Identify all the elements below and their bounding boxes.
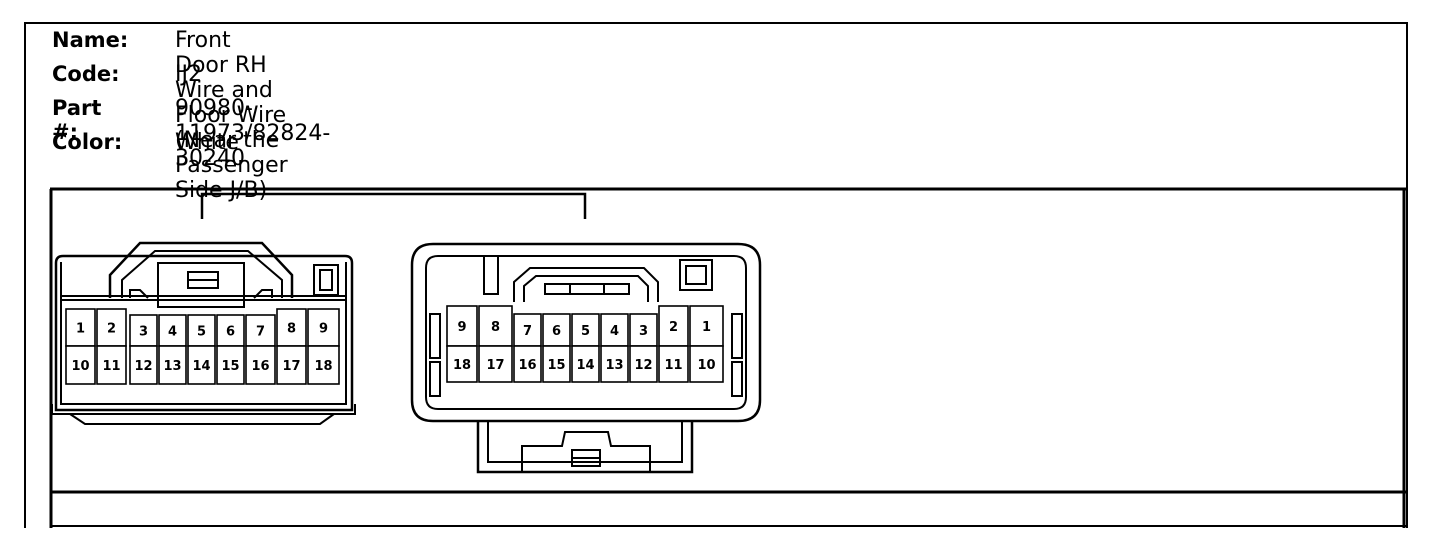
left-pin-cell-14 bbox=[187, 345, 216, 385]
left-pin-label-10: 10 bbox=[71, 359, 89, 374]
code-value: IJ2 bbox=[175, 62, 202, 87]
right-pin-cell-16 bbox=[513, 345, 542, 383]
part-label: Part #: bbox=[52, 96, 102, 144]
color-value: White bbox=[175, 130, 239, 155]
left-pin-cell-5 bbox=[187, 314, 216, 347]
right-pin-label-8: 8 bbox=[491, 320, 500, 335]
right-pin-label-5: 5 bbox=[581, 324, 590, 339]
left-pin-label-2: 2 bbox=[107, 322, 116, 337]
right-pin-label-3: 3 bbox=[639, 324, 648, 339]
part-value: 90980-11973/82824-30240 bbox=[175, 96, 331, 171]
left-pin-cell-8 bbox=[276, 308, 307, 347]
right-pin-label-1: 1 bbox=[702, 320, 711, 335]
right-pin-label-4: 4 bbox=[610, 324, 619, 339]
left-pin-label-9: 9 bbox=[319, 322, 328, 337]
right-pin-label-18: 18 bbox=[453, 358, 471, 373]
right-pin-label-15: 15 bbox=[547, 358, 565, 373]
left-pin-label-16: 16 bbox=[251, 359, 269, 374]
left-pin-label-3: 3 bbox=[139, 325, 148, 340]
left-pin-label-15: 15 bbox=[221, 359, 239, 374]
left-pin-cell-9 bbox=[307, 308, 340, 347]
left-pin-label-14: 14 bbox=[192, 359, 210, 374]
left-pin-cell-11 bbox=[96, 345, 127, 385]
right-pin-label-16: 16 bbox=[518, 358, 536, 373]
left-pin-cell-15 bbox=[216, 345, 245, 385]
right-pin-cell-14 bbox=[571, 345, 600, 383]
left-pin-label-17: 17 bbox=[282, 359, 300, 374]
code-label: Code: bbox=[52, 62, 120, 86]
right-pin-label-6: 6 bbox=[552, 324, 561, 339]
right-pin-cell-17 bbox=[478, 345, 513, 383]
right-pin-label-7: 7 bbox=[523, 324, 532, 339]
left-pin-cell-2 bbox=[96, 308, 127, 347]
left-pin-label-18: 18 bbox=[314, 359, 332, 374]
right-pin-cell-2 bbox=[658, 305, 689, 347]
left-pin-label-7: 7 bbox=[256, 325, 265, 340]
right-pin-label-11: 11 bbox=[664, 358, 682, 373]
left-pin-cell-7 bbox=[245, 314, 276, 347]
left-pin-cell-17 bbox=[276, 345, 307, 385]
right-pin-cell-10 bbox=[689, 345, 724, 383]
left-pin-cell-16 bbox=[245, 345, 276, 385]
right-connector-body bbox=[410, 242, 762, 474]
right-pin-label-9: 9 bbox=[457, 320, 466, 335]
left-pin-cell-6 bbox=[216, 314, 245, 347]
left-pin-label-6: 6 bbox=[226, 325, 235, 340]
left-pin-cell-13 bbox=[158, 345, 187, 385]
right-pin-cell-7 bbox=[513, 313, 542, 347]
left-connector-body bbox=[51, 241, 356, 425]
left-pin-cell-10 bbox=[65, 345, 96, 385]
right-pin-label-14: 14 bbox=[576, 358, 594, 373]
right-pin-cell-18 bbox=[446, 345, 478, 383]
left-pin-label-12: 12 bbox=[134, 359, 152, 374]
right-pin-label-17: 17 bbox=[486, 358, 504, 373]
left-pin-cell-12 bbox=[129, 345, 158, 385]
diagram-sheet bbox=[24, 22, 1408, 528]
diagram-frame bbox=[49, 187, 1406, 528]
right-pin-cell-4 bbox=[600, 313, 629, 347]
right-connector-pins: 9 8 7 6 5 4 3 2 1 18 17 16 15 14 13 12 11 10 bbox=[446, 305, 724, 383]
left-pin-label-5: 5 bbox=[197, 325, 206, 340]
name-label: Name: bbox=[52, 28, 129, 52]
left-pin-cell-18 bbox=[307, 345, 340, 385]
right-pin-label-13: 13 bbox=[605, 358, 623, 373]
right-pin-cell-12 bbox=[629, 345, 658, 383]
left-pin-label-13: 13 bbox=[163, 359, 181, 374]
right-pin-cell-9 bbox=[446, 305, 478, 347]
color-label: Color: bbox=[52, 130, 123, 154]
right-pin-cell-11 bbox=[658, 345, 689, 383]
right-pin-cell-8 bbox=[478, 305, 513, 347]
right-pin-cell-6 bbox=[542, 313, 571, 347]
right-pin-label-12: 12 bbox=[634, 358, 652, 373]
left-pin-label-1: 1 bbox=[76, 322, 85, 337]
right-pin-cell-13 bbox=[600, 345, 629, 383]
right-pin-cell-15 bbox=[542, 345, 571, 383]
right-pin-label-10: 10 bbox=[697, 358, 715, 373]
left-pin-cell-3 bbox=[129, 314, 158, 347]
left-pin-label-8: 8 bbox=[287, 322, 296, 337]
left-pin-label-4: 4 bbox=[168, 325, 177, 340]
right-pin-label-2: 2 bbox=[669, 320, 678, 335]
left-pin-label-11: 11 bbox=[102, 359, 120, 374]
